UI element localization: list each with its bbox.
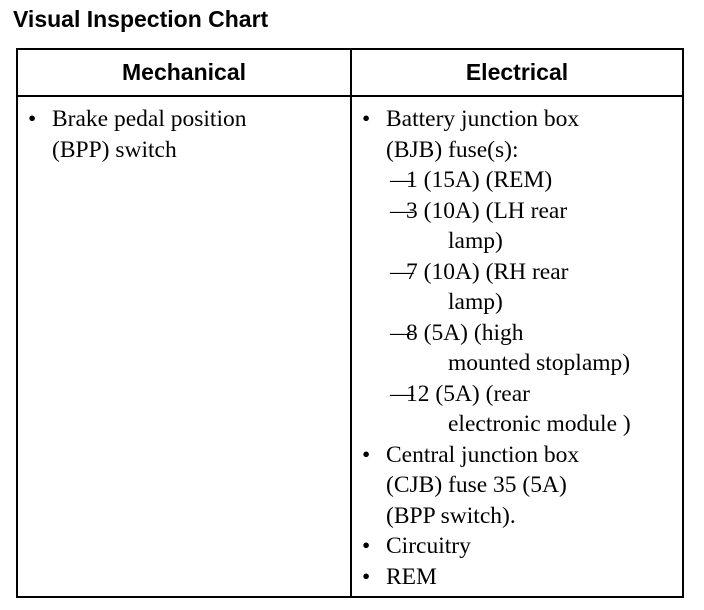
item-text-line: lamp): [448, 289, 503, 315]
inspection-table: Mechanical Electrical • Brake pedal posi…: [16, 48, 684, 598]
bullet-marker: •: [362, 533, 371, 559]
item-text-line: Central junction box: [386, 441, 580, 468]
item-text-line: Circuitry: [386, 533, 471, 559]
list-item-cjb-fuse: • Central junction box (CJB) fuse 35 (5A…: [362, 440, 680, 532]
bullet-marker: •: [362, 106, 371, 132]
sub-item-fuse-7: — 7 (10A) (RH rear lamp): [362, 257, 680, 318]
item-text-line: Battery junction box: [386, 106, 580, 132]
sub-item-fuse-12: — 12 (5A) (rear electronic module ): [362, 379, 680, 440]
item-text-line: (BPP) switch: [52, 136, 177, 163]
item-text-line: 12 (5A) (rear: [406, 380, 530, 407]
dash-marker: —: [390, 380, 414, 407]
item-text-line: (BPP switch).: [386, 502, 516, 529]
sub-item-fuse-3: — 3 (10A) (LH rear lamp): [362, 196, 680, 257]
list-item-bjb-fuses: • Battery junction box (BJB) fuse(s):: [362, 104, 680, 165]
mechanical-cell: • Brake pedal position (BPP) switch: [28, 104, 346, 165]
bullet-marker: •: [362, 441, 371, 468]
bullet-marker: •: [362, 563, 371, 590]
sub-item-fuse-8: — 8 (5A) (high mounted stoplamp): [362, 318, 680, 379]
dash-marker: —: [390, 258, 414, 285]
item-text-line: mounted stoplamp): [448, 350, 631, 376]
dash-marker: —: [390, 167, 414, 193]
item-text-line: 8 (5A) (high: [406, 319, 524, 346]
item-text-line: REM: [386, 563, 437, 590]
chart-title: Visual Inspection Chart: [13, 6, 269, 32]
item-text-line: 3 (10A) (LH rear: [406, 197, 568, 224]
dash-marker: —: [390, 319, 414, 346]
item-text-line: (BJB) fuse(s):: [386, 136, 519, 163]
list-item-rem: • REM: [362, 562, 680, 593]
mechanical-column-header: Mechanical: [122, 59, 246, 85]
header-divider: [18, 95, 682, 97]
list-item-circuitry: • Circuitry: [362, 531, 680, 562]
column-divider: [350, 50, 352, 596]
item-text-line: (CJB) fuse 35 (5A): [386, 472, 567, 498]
electrical-column-header: Electrical: [465, 59, 569, 85]
sub-item-fuse-1: — 1 (15A) (REM): [362, 165, 680, 196]
dash-marker: —: [390, 197, 414, 224]
list-item-bpp-switch: • Brake pedal position (BPP) switch: [28, 104, 346, 165]
item-text-line: 1 (15A) (REM): [406, 167, 553, 193]
item-text-line: electronic module ): [448, 411, 631, 437]
item-text-line: Brake pedal position: [52, 106, 247, 132]
bullet-marker: •: [28, 106, 37, 132]
item-text-line: 7 (10A) (RH rear: [406, 258, 569, 285]
electrical-cell: • Battery junction box (BJB) fuse(s): — …: [362, 104, 680, 592]
item-text-line: lamp): [448, 228, 503, 254]
